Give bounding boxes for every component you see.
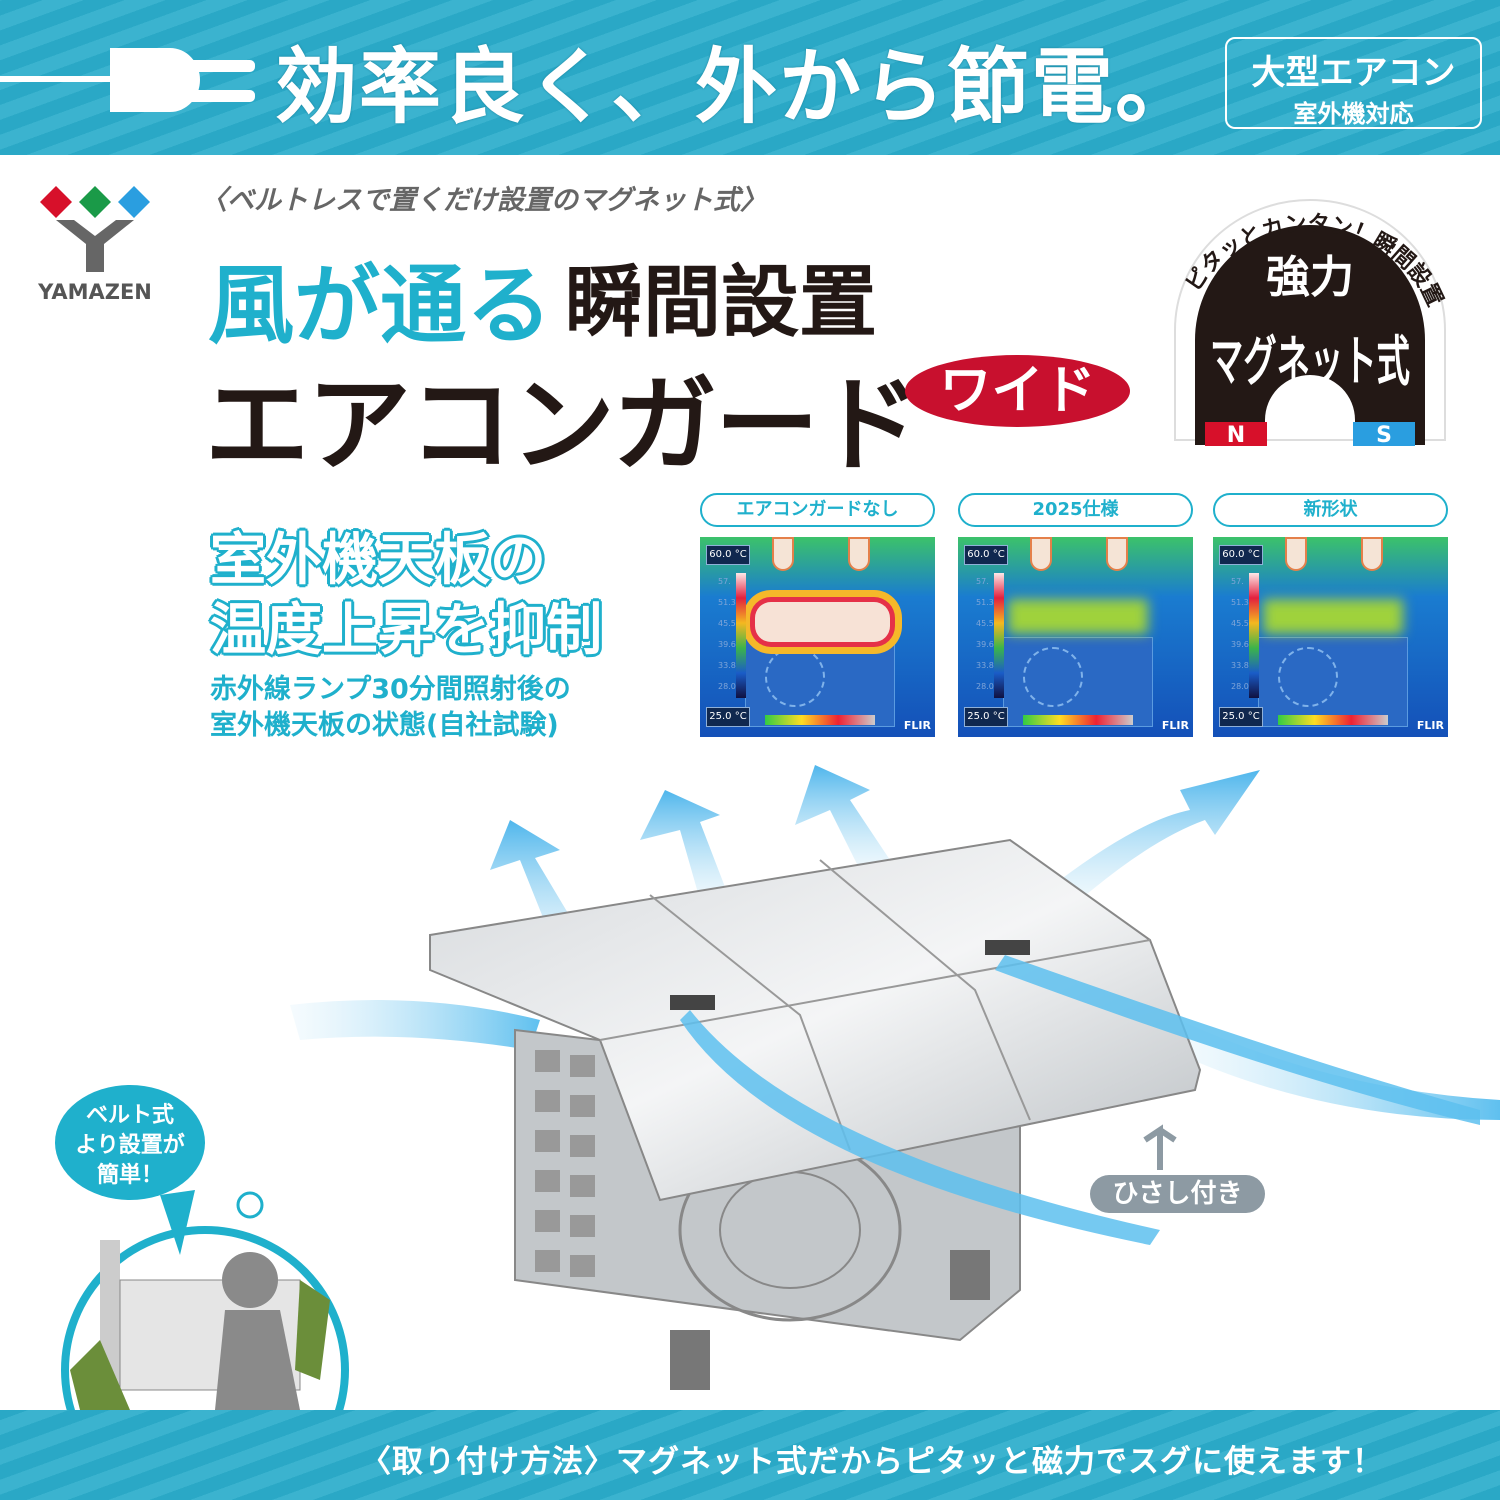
- top-plate-heat: [1263, 599, 1403, 634]
- lightbulb-icon: [236, 1191, 264, 1219]
- hisashi-label: ひさし付き: [1090, 1175, 1265, 1213]
- thermal-panel: 新形状 60.0 °C 57. 51.3 45.5 39.6 33.8 28.0 25.0…: [1213, 493, 1448, 737]
- fan-grille: [1023, 647, 1083, 707]
- scale-min: 25.0 °C: [964, 707, 1008, 727]
- yamazen-logo: YAMAZEN: [36, 182, 154, 304]
- top-plate-heat: [755, 602, 890, 642]
- thermal-panel: 2025仕様 60.0 °C 57. 51.3 45.5 39.6 33.8 28.0 2…: [958, 493, 1193, 737]
- installer-illustration: [61, 1191, 349, 1410]
- scale-max: 60.0 °C: [1219, 545, 1263, 565]
- scale-tick: 39.6: [1231, 640, 1249, 649]
- footer-band: [0, 1410, 1500, 1500]
- magnet-badge: ピタッとカンタン！瞬間設置！ 強力 マグネット式 N S: [1165, 190, 1447, 448]
- plug-icon: [0, 48, 255, 112]
- hisashi-pointer-icon: [1143, 1124, 1177, 1170]
- scale-tick: 33.8: [976, 661, 994, 670]
- scale-tick: 57.: [1231, 577, 1244, 586]
- badge-line2: 室外機対応: [1293, 100, 1414, 128]
- panel-label: 2025仕様: [958, 493, 1193, 527]
- product-illustration: [61, 765, 1500, 1410]
- scale-min: 25.0 °C: [1219, 707, 1263, 727]
- scale-ticks: 57. 51.3 45.5 39.6 33.8 28.0: [1231, 571, 1249, 697]
- feature-line1: 室外機天板の: [210, 528, 546, 593]
- magnet-line1: 強力: [1266, 252, 1354, 303]
- top-banner: [0, 0, 1500, 155]
- heat-lamp: [1106, 537, 1128, 571]
- fan-grille: [1278, 647, 1338, 707]
- scale-tick: 28.0: [976, 682, 994, 691]
- scale-tick: 51.3: [1231, 598, 1249, 607]
- magnet-line2: マグネット式: [1210, 330, 1410, 393]
- color-scale: [1249, 573, 1259, 698]
- color-scale: [736, 573, 746, 698]
- scale-tick: 39.6: [718, 640, 736, 649]
- bubble-tail: [160, 1190, 195, 1255]
- feature-note1: 赤外線ランプ30分間照射後の: [210, 674, 571, 705]
- heat-lamp: [1285, 537, 1307, 571]
- panel-label: エアコンガードなし: [700, 493, 935, 527]
- logo-mark-icon: [40, 186, 150, 272]
- heat-lamp: [772, 537, 794, 571]
- flir-logo: FLIR: [1416, 719, 1444, 732]
- panel-label: 新形状: [1213, 493, 1448, 527]
- scale-tick: 33.8: [718, 661, 736, 670]
- speech-bubble: ベルト式 より設置が 簡単！: [55, 1085, 205, 1200]
- scale-tick: 45.5: [718, 619, 736, 628]
- fan-grille: [765, 647, 825, 707]
- heat-lamp: [848, 537, 870, 571]
- scale-tick: 57.: [718, 577, 731, 586]
- aircon-guard-cover: [429, 838, 1480, 1245]
- scale-tick: 51.3: [718, 598, 736, 607]
- scale-max: 60.0 °C: [706, 545, 750, 565]
- variant-badge: ワイド: [905, 355, 1130, 427]
- north-label: N: [1227, 423, 1245, 448]
- bubble-line: ベルト式: [85, 1103, 174, 1128]
- south-label: S: [1376, 423, 1392, 448]
- scale-tick: 33.8: [1231, 661, 1249, 670]
- scale-tick: 28.0: [718, 682, 736, 691]
- scale-tick: 45.5: [976, 619, 994, 628]
- palette-bar: [1278, 715, 1388, 725]
- badge-line1: 大型エアコン: [1251, 53, 1456, 93]
- product-name: エアコンガード: [205, 364, 921, 486]
- bubble-line: より設置が: [75, 1133, 185, 1158]
- scale-max: 60.0 °C: [964, 545, 1008, 565]
- product-subtitle: 〈ベルトレスで置くだけ設置のマグネット式〉: [200, 185, 767, 216]
- headline: 効率良く、外から節電。: [275, 40, 1200, 135]
- top-plate-heat: [1008, 599, 1148, 634]
- palette-bar: [1023, 715, 1133, 725]
- flir-logo: FLIR: [1161, 719, 1189, 732]
- scale-tick: 45.5: [1231, 619, 1249, 628]
- scale-tick: 28.0: [1231, 682, 1249, 691]
- scale-tick: 51.3: [976, 598, 994, 607]
- flir-logo: FLIR: [903, 719, 931, 732]
- palette-bar: [765, 715, 875, 725]
- scale-tick: 39.6: [976, 640, 994, 649]
- heat-lamp: [1030, 537, 1052, 571]
- feature-line2: 温度上昇を抑制: [210, 598, 602, 663]
- bubble-line: 簡単！: [96, 1163, 163, 1188]
- scale-min: 25.0 °C: [706, 707, 750, 727]
- large-ac-badge: 大型エアコン 室外機対応: [1225, 37, 1482, 129]
- scale-ticks: 57. 51.3 45.5 39.6 33.8 28.0: [718, 571, 736, 697]
- thermal-panel: エアコンガードなし 60.0 °C 57. 51.3 45.5 39.6 33.8 28.…: [700, 493, 935, 737]
- title-dark: 瞬間設置: [565, 258, 878, 348]
- footer-text: 〈取り付け方法〉マグネット式だからピタッと磁力でスグに使えます！: [360, 1444, 1384, 1480]
- color-scale: [994, 573, 1004, 698]
- title-accent: 風が通る: [208, 256, 552, 356]
- north-pole: [1205, 422, 1267, 446]
- feature-note2: 室外機天板の状態(自社試験): [210, 710, 559, 741]
- heat-lamp: [1361, 537, 1383, 571]
- south-pole: [1353, 422, 1415, 446]
- scale-ticks: 57. 51.3 45.5 39.6 33.8 28.0: [976, 571, 994, 697]
- scale-tick: 57.: [976, 577, 989, 586]
- brand-name: YAMAZEN: [38, 280, 152, 304]
